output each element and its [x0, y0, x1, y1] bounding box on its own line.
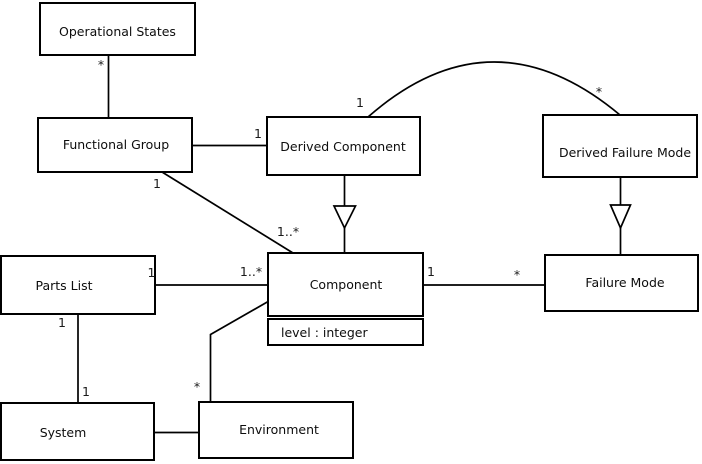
generalization-triangle-icon — [609, 204, 632, 231]
multiplicity-derived-component-end: 1 — [254, 126, 262, 141]
class-name-operational-states: Operational States — [59, 24, 176, 39]
multiplicity-parts-list-system-bottom: 1 — [82, 384, 90, 399]
multiplicity-derived-failure-mode-arc-end: * — [596, 84, 602, 99]
multiplicity-labels: * 1 1 1..* 1 * 1 1..* 1 * 1 1 * — [58, 57, 602, 399]
diagram-edges — [77, 55, 632, 434]
multiplicity-environment-end: * — [194, 379, 200, 394]
multiplicity-operational-states-end: * — [98, 57, 104, 72]
class-box-environment[interactable] — [198, 401, 354, 459]
class-name-derived-component: Derived Component — [280, 139, 406, 154]
class-box-derived-component[interactable] — [266, 116, 421, 176]
multiplicity-failure-mode-end: * — [514, 267, 520, 282]
association-environment-component[interactable] — [209, 300, 270, 402]
multiplicity-component-end-of-parts-list: 1..* — [240, 264, 262, 279]
multiplicity-component-end-of-functional-group: 1..* — [277, 224, 299, 239]
multiplicity-parts-list-system-top: 1 — [58, 315, 66, 330]
class-name-functional-group: Functional Group — [63, 137, 169, 152]
component-attribute-level: level : integer — [281, 325, 368, 340]
association-derived-component-derived-failure-mode[interactable] — [367, 61, 621, 118]
generalization-derived-component-component[interactable] — [332, 175, 357, 253]
class-name-system: System — [40, 425, 87, 440]
multiplicity-parts-list-end: 1 — [148, 265, 156, 280]
class-labels: Operational States Functional Group Deri… — [35, 24, 691, 440]
generalization-triangle-icon — [332, 205, 357, 230]
multiplicity-derived-component-arc-end: 1 — [356, 95, 364, 110]
class-box-parts-list[interactable] — [0, 255, 156, 315]
class-name-component: Component — [310, 277, 383, 292]
multiplicity-functional-group-end: 1 — [153, 176, 161, 191]
class-box-component-attributes[interactable] — [267, 318, 424, 346]
class-box-component[interactable] — [267, 252, 424, 317]
generalization-derived-failure-mode-failure-mode[interactable] — [609, 177, 632, 255]
association-functional-group-component[interactable] — [161, 171, 294, 254]
class-name-environment: Environment — [239, 422, 319, 437]
class-name-failure-mode: Failure Mode — [585, 275, 664, 290]
class-name-derived-failure-mode: Derived Failure Mode — [559, 145, 691, 160]
class-box-failure-mode[interactable] — [544, 254, 699, 312]
class-box-operational-states[interactable] — [39, 2, 196, 56]
class-box-derived-failure-mode[interactable] — [542, 114, 698, 178]
class-box-system[interactable] — [0, 402, 155, 461]
class-name-parts-list: Parts List — [35, 278, 92, 293]
multiplicity-component-end-of-failure-mode: 1 — [427, 264, 435, 279]
class-box-functional-group[interactable] — [37, 117, 193, 173]
